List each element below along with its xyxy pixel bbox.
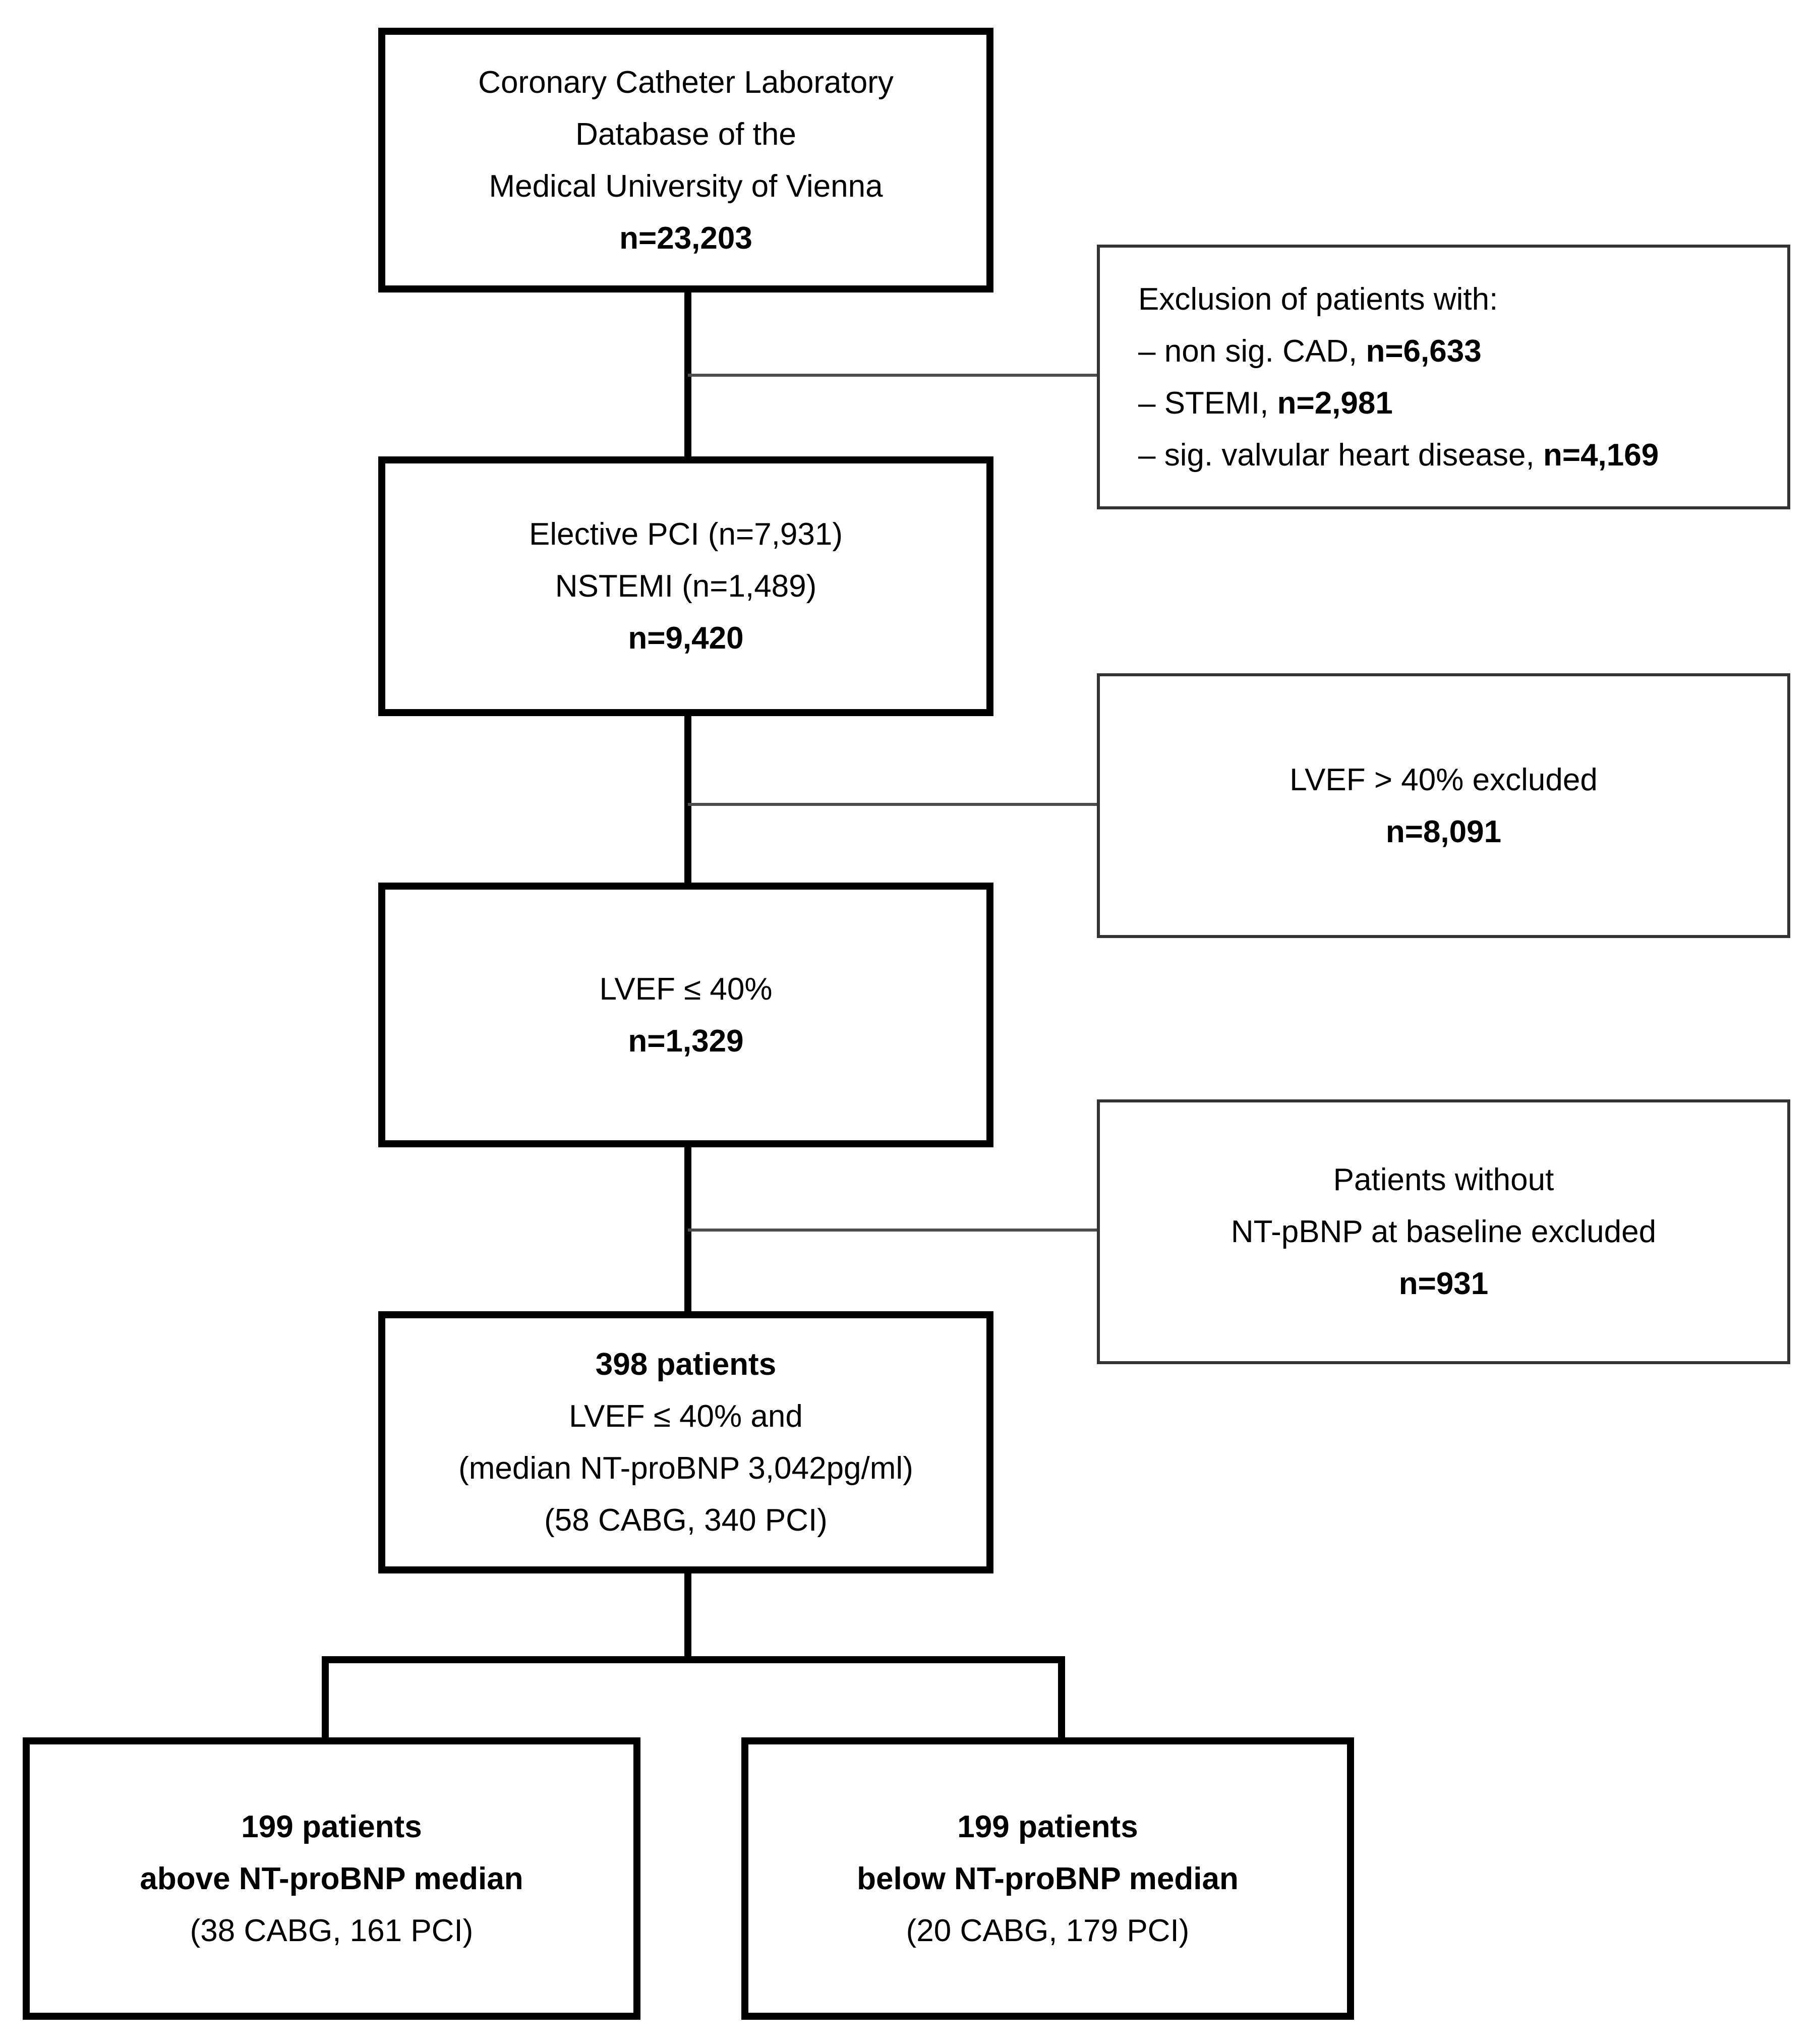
split-drop-right-connector [1058, 1656, 1065, 1743]
exclusion-item-label: – non sig. CAD, [1138, 333, 1358, 369]
exclusion-ntprobnp-count: n=931 [1398, 1266, 1489, 1301]
split-drop-left-connector [322, 1656, 329, 1743]
cohort-box: Elective PCI (n=7,931) NSTEMI (n=1,489) … [378, 456, 993, 716]
final-cohort-line: (median NT-proBNP 3,042pg/ml) [458, 1451, 913, 1486]
exclusion-ntprobnp-box: Patients without NT-pBNP at baseline exc… [1097, 1099, 1790, 1364]
exclusion-item: – sig. valvular heart disease, n=4,169 [1138, 429, 1659, 481]
source-database-box: Coronary Catheter Laboratory Database of… [378, 28, 993, 293]
exclusion-item: – STEMI, n=2,981 [1138, 377, 1393, 429]
exclusion-item: – non sig. CAD, n=6,633 [1138, 325, 1482, 377]
cohort-count: n=9,420 [628, 621, 744, 656]
exclusion-ntprobnp-line: Patients without [1333, 1162, 1554, 1197]
source-line: Medical University of Vienna [489, 168, 883, 204]
trunk-connector-1 [684, 286, 691, 460]
source-count: n=23,203 [619, 220, 752, 256]
final-cohort-box: 398 patients LVEF ≤ 40% and (median NT-p… [378, 1311, 993, 1573]
source-line: Coronary Catheter Laboratory [478, 65, 894, 100]
lvef-low-box: LVEF ≤ 40% n=1,329 [378, 883, 993, 1147]
cohort-line: Elective PCI (n=7,931) [529, 517, 843, 552]
exclusion-item-count: n=6,633 [1366, 333, 1482, 369]
source-line: Database of the [575, 116, 796, 152]
above-median-subhead: above NT-proBNP median [140, 1861, 523, 1896]
cohort-line: NSTEMI (n=1,489) [555, 569, 817, 604]
branch-connector-exclusion-initial [688, 374, 1100, 377]
exclusion-initial-box: Exclusion of patients with: – non sig. C… [1097, 245, 1790, 509]
branch-connector-exclusion-lvef [688, 803, 1100, 806]
lvef-low-line: LVEF ≤ 40% [599, 971, 773, 1007]
split-bar-connector [322, 1656, 1065, 1663]
final-cohort-line: LVEF ≤ 40% and [569, 1399, 803, 1434]
exclusion-ntprobnp-line: NT-pBNP at baseline excluded [1230, 1214, 1657, 1249]
branch-connector-exclusion-ntprobnp [688, 1229, 1100, 1232]
below-median-subhead: below NT-proBNP median [857, 1861, 1239, 1896]
above-median-detail: (38 CABG, 161 PCI) [190, 1913, 474, 1948]
above-median-box: 199 patients above NT-proBNP median (38 … [23, 1737, 640, 2020]
below-median-detail: (20 CABG, 179 PCI) [906, 1913, 1190, 1948]
exclusion-item-count: n=2,981 [1277, 385, 1393, 421]
exclusion-item-label: – sig. valvular heart disease, [1138, 437, 1535, 473]
lvef-low-count: n=1,329 [628, 1023, 744, 1059]
exclusion-lvef-box: LVEF > 40% excluded n=8,091 [1097, 673, 1790, 938]
final-cohort-headline: 398 patients [595, 1347, 777, 1382]
final-cohort-line: (58 CABG, 340 PCI) [544, 1503, 828, 1538]
trunk-connector-4 [684, 1567, 691, 1663]
exclusion-initial-title: Exclusion of patients with: [1138, 281, 1498, 317]
exclusion-lvef-line: LVEF > 40% excluded [1290, 762, 1598, 797]
trunk-connector-2 [684, 710, 691, 887]
exclusion-item-count: n=4,169 [1543, 437, 1659, 473]
below-median-headline: 199 patients [957, 1809, 1138, 1844]
exclusion-item-label: – STEMI, [1138, 385, 1269, 421]
above-median-headline: 199 patients [241, 1809, 422, 1844]
exclusion-lvef-count: n=8,091 [1385, 814, 1502, 849]
trunk-connector-3 [684, 1141, 691, 1315]
below-median-box: 199 patients below NT-proBNP median (20 … [741, 1737, 1354, 2020]
